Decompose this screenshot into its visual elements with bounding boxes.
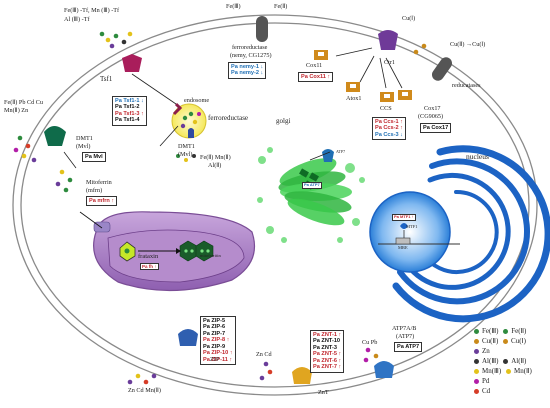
legend-row-zn: Zn <box>474 346 490 356</box>
label-nemy-code: (nemy, CG1275) <box>230 52 272 59</box>
legend-dot <box>474 328 479 334</box>
label-left-metals-1: Fe(Ⅱ) Pb Cd Cu <box>4 99 43 106</box>
label-mitoferrin: Mitoferrin <box>86 179 112 186</box>
box-znt: Pa ZNT-1 ↑ Pa ZNT-10 Pa ZNT-3 Pa ZNT-5 ↑… <box>310 330 345 373</box>
box-ccs: Pa Ccs-1 ↑ Pa Ccs-2 ↑ Pa Ccs-3 ↓ <box>372 117 406 141</box>
box-cox17: Pa Cox17 <box>420 123 452 134</box>
label-nucleus: nucleus <box>466 152 489 161</box>
box-atp7: Pa ATP7 <box>394 342 423 353</box>
legend-row-cd: Cd <box>474 386 490 396</box>
label-al-tf: Al (Ⅲ) -Tf <box>64 16 90 23</box>
label-atp7ab: ATP7A/B <box>392 325 417 332</box>
legend-row-al: Al(Ⅲ) Al(Ⅱ) <box>474 356 526 366</box>
label-mre: MRE <box>398 245 408 250</box>
legend-row-fe: Fe(Ⅲ) Fe(Ⅱ) <box>474 326 526 336</box>
label-fe-tf: Fe(Ⅲ) -Tf, Mn (Ⅲ) -Tf <box>64 7 120 14</box>
legend-dot <box>505 368 511 374</box>
label-mfrn: (mfrn) <box>86 187 103 194</box>
legend-dot <box>474 378 479 384</box>
golgi-shape <box>257 147 365 243</box>
cell-membrane-inner <box>20 22 530 388</box>
mitochondrion-shape <box>79 211 256 292</box>
box-mfrn: Pa mfrn ↑ <box>86 196 118 207</box>
legend-dot <box>474 338 479 344</box>
chaperone-cox11 <box>314 50 328 60</box>
label-al-endo: Al(Ⅱ) <box>208 162 222 169</box>
label-mvl-endo: (Mvl) <box>178 151 193 158</box>
label-cu1-top: Cu(Ⅰ) <box>402 15 416 22</box>
legend-dot <box>474 368 479 374</box>
label-cox11: Cox11 <box>306 62 323 69</box>
label-dmt1: DMT1 <box>76 135 93 142</box>
legend-dot <box>503 328 509 334</box>
legend-row-cu: Cu(Ⅱ) Cu(Ⅰ) <box>474 336 526 346</box>
label-cu-reduce: Cu(Ⅱ) →Cu(Ⅰ) <box>450 41 486 48</box>
label-atp7-small: ATP7 <box>336 149 346 154</box>
label-fe3-top: Fe(Ⅲ) <box>226 3 241 10</box>
transporter-znt <box>292 367 312 384</box>
box-cox11: Pa Cox11 ↑ <box>298 72 334 83</box>
label-znt-metals: Zn Cd <box>256 351 272 358</box>
label-fe2-top: Fe(Ⅱ) <box>274 3 288 10</box>
label-mvl: (Mvl) <box>76 143 91 150</box>
box-mvl: Pa Mvl <box>82 152 106 163</box>
label-cox17: Cox17 <box>424 105 441 112</box>
chaperone-cox17 <box>398 90 412 100</box>
legend-dot <box>474 348 479 354</box>
legend-row-mn: Mn(Ⅲ) Mn(Ⅱ) <box>474 366 532 376</box>
legend-dot <box>503 338 509 344</box>
label-mitoferritin: mitoferritin <box>200 253 221 258</box>
label-frataxin: frataxin <box>138 253 159 260</box>
label-atp7ab-metals: Cu Pb <box>362 339 378 346</box>
label-left-metals-2: Mn(Ⅱ) Zn <box>4 107 29 114</box>
metal-ions <box>13 31 427 385</box>
label-tsf1: Tsf1 <box>100 75 113 83</box>
label-ferroreductase-top: ferroreductase <box>232 44 268 51</box>
label-golgi: golgi <box>276 117 291 125</box>
transporter-atp7ab <box>374 361 394 378</box>
box-tsf1: Pa Tsf1-1 ↓ Pa Tsf1-2 Pa Tsf1-3 ↑ Pa Tsf… <box>112 96 147 126</box>
box-fh: Pa fh ↑ <box>140 263 159 271</box>
label-dmt1-endo: DMT1 <box>178 143 195 150</box>
chaperone-ccs <box>380 92 394 102</box>
transporter-ferroreductase-top <box>256 16 268 42</box>
box-mtf1: Pa MTF1 ↑ <box>392 214 416 221</box>
legend-row-pd: Pd <box>474 376 489 386</box>
legend-dot <box>503 358 509 364</box>
label-reducatases: reducatases <box>452 82 481 89</box>
label-zip-metals: Zn Cd Mn(Ⅱ) <box>128 387 161 394</box>
box-atp7-golgi: Pa ATP7 <box>302 182 322 189</box>
label-ctr1: Ctr1 <box>384 59 396 66</box>
label-atp7ab-code: (ATP7) <box>396 333 415 340</box>
legend-dot <box>474 358 479 364</box>
chaperone-atox1 <box>346 82 360 92</box>
transporter-zip <box>178 329 198 346</box>
transporter-tsf1 <box>122 54 142 72</box>
label-fe-mn: Fe(Ⅱ) Mn(Ⅱ) <box>200 154 231 161</box>
transporter-ctr1 <box>378 30 398 50</box>
label-mtf1: MTF1 <box>406 224 418 229</box>
label-znt: ZnT <box>318 389 329 396</box>
cell-membrane-outer <box>12 14 538 396</box>
box-nemy: Pa nemy-1 ↓ Pa nemy-2 ↓ <box>228 62 267 79</box>
box-zip: Pa ZIP-5 Pa ZIP-6 Pa ZIP-7 Pa ZIP-8 ↑ Pa… <box>200 316 236 365</box>
label-atox1: Atox1 <box>346 95 362 102</box>
label-zip: ZIP <box>210 356 220 363</box>
transporter-dmt1 <box>44 126 66 146</box>
label-cox17-code: (CG9065) <box>418 113 444 120</box>
pathway-arrows <box>63 47 403 169</box>
label-endosome: endosome <box>184 97 210 104</box>
legend-dot <box>474 388 479 394</box>
transporter-reducatases <box>431 57 453 81</box>
label-ferroreductase-mid: ferroreductase <box>208 114 249 122</box>
nucleus-shape <box>369 145 550 323</box>
label-ccs: CCS <box>380 105 392 112</box>
endosome-shape <box>171 102 207 139</box>
